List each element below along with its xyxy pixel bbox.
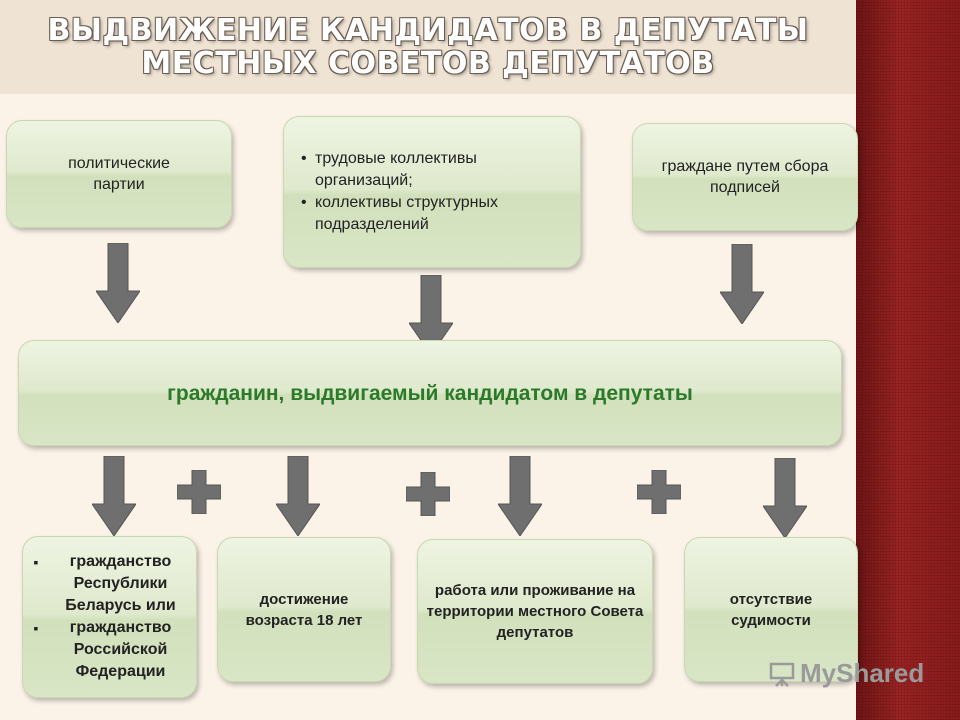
center-box-candidate: гражданин, выдвигаемый кандидатом в депу… — [18, 340, 842, 446]
arrow-down-icon — [720, 244, 764, 324]
plus-icon — [177, 470, 221, 514]
arrow-down-icon — [276, 456, 320, 536]
arrow-down-icon — [763, 458, 807, 538]
title-band — [0, 0, 856, 94]
citizenship-item-2: гражданство Российской Федерации — [34, 617, 196, 683]
source-parties-text: политические партии — [68, 155, 170, 193]
title-line-1: ВЫДВИЖЕНИЕ КАНДИДАТОВ В ДЕПУТАТЫ — [47, 13, 809, 48]
requirement-age-text: достижение возраста 18 лет — [245, 590, 363, 629]
title-line-2: МЕСТНЫХ СОВЕТОВ ДЕПУТАТОВ — [141, 46, 715, 81]
arrow-down-icon — [92, 456, 136, 536]
decorative-side-panel — [856, 0, 960, 720]
source-box-parties: политические партии — [6, 120, 232, 228]
source-citizens-text: граждане путем сбора подписей — [661, 158, 829, 196]
collectives-list: трудовые коллективы организаций; коллект… — [289, 148, 575, 236]
source-box-collectives: трудовые коллективы организаций; коллект… — [283, 116, 581, 268]
requirement-residence-text: работа или проживание на территории мест… — [426, 582, 644, 641]
citizenship-list: гражданство Республики Беларусь или граж… — [24, 551, 196, 683]
collectives-item-2: коллективы структурных подразделений — [301, 192, 575, 236]
requirement-record-text: отсутствие судимости — [729, 590, 813, 629]
arrow-down-icon — [498, 456, 542, 536]
presentation-board-icon — [769, 662, 795, 687]
citizenship-item-1: гражданство Республики Беларусь или — [34, 551, 196, 617]
plus-icon — [637, 470, 681, 514]
requirement-box-residence: работа или проживание на территории мест… — [417, 539, 653, 684]
requirement-box-record: отсутствие судимости — [684, 537, 858, 682]
slide-title: ВЫДВИЖЕНИЕ КАНДИДАТОВ В ДЕПУТАТЫ МЕСТНЫХ… — [0, 14, 856, 80]
watermark-text: MyShared — [800, 658, 925, 688]
arrow-down-icon — [409, 275, 453, 355]
plus-icon — [406, 472, 450, 516]
watermark: MyShared — [768, 658, 924, 689]
source-box-citizens: граждане путем сбора подписей — [632, 123, 858, 231]
arrow-down-icon — [96, 243, 140, 323]
requirement-box-age: достижение возраста 18 лет — [217, 537, 391, 682]
collectives-item-1: трудовые коллективы организаций; — [301, 148, 575, 192]
center-text: гражданин, выдвигаемый кандидатом в депу… — [167, 381, 693, 405]
requirement-box-citizenship: гражданство Республики Беларусь или граж… — [22, 536, 197, 698]
